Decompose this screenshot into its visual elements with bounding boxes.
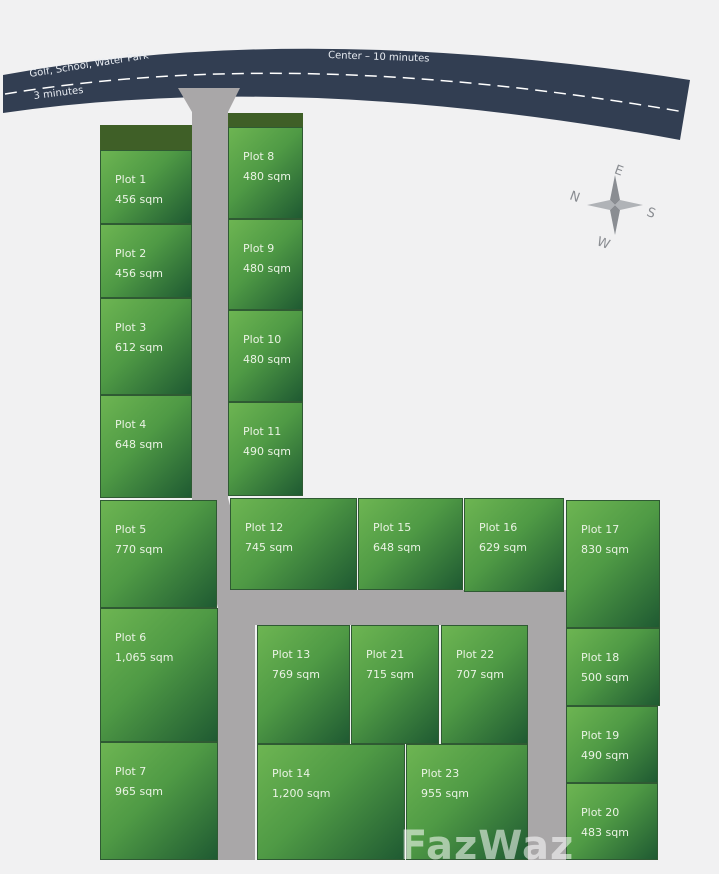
plot-name: Plot 20	[581, 806, 620, 819]
plot-name: Plot 15	[373, 521, 412, 534]
plot-16[interactable]: Plot 16 629 sqm	[464, 498, 564, 592]
plot-3[interactable]: Plot 3 612 sqm	[100, 298, 192, 395]
svg-text:S: S	[645, 205, 658, 222]
plot-20[interactable]: Plot 20 483 sqm	[566, 783, 658, 860]
plot-area: 490 sqm	[581, 749, 629, 762]
plot-area: 769 sqm	[272, 668, 320, 681]
plot-name: Plot 1	[115, 173, 147, 186]
plot-7[interactable]: Plot 7 965 sqm	[100, 742, 218, 860]
plot-name: Plot 9	[243, 242, 275, 255]
plot-name: Plot 2	[115, 247, 147, 260]
plot-area: 456 sqm	[115, 267, 163, 280]
plot-area: 480 sqm	[243, 353, 291, 366]
plot-14[interactable]: Plot 14 1,200 sqm	[257, 744, 405, 860]
plot-name: Plot 21	[366, 648, 405, 661]
plot-12[interactable]: Plot 12 745 sqm	[230, 498, 357, 590]
plot-area: 490 sqm	[243, 445, 291, 458]
plot-name: Plot 8	[243, 150, 275, 163]
plot-name: Plot 11	[243, 425, 282, 438]
main-road	[3, 48, 690, 141]
plot-19[interactable]: Plot 19 490 sqm	[566, 706, 658, 783]
watermark-logo: FazWaz	[400, 823, 575, 869]
plot-5[interactable]: Plot 5 770 sqm	[100, 500, 217, 608]
plot-area: 500 sqm	[581, 671, 629, 684]
plot-area: 965 sqm	[115, 785, 163, 798]
plot-name: Plot 18	[581, 651, 620, 664]
plot-border-strip	[100, 125, 192, 151]
plot-name: Plot 7	[115, 765, 147, 778]
plot-name: Plot 17	[581, 523, 620, 536]
plot-area: 715 sqm	[366, 668, 414, 681]
plot-1[interactable]: Plot 1 456 sqm	[100, 150, 192, 224]
plot-area: 830 sqm	[581, 543, 629, 556]
plot-area: 629 sqm	[479, 541, 527, 554]
plot-area: 770 sqm	[115, 543, 163, 556]
plot-area: 480 sqm	[243, 262, 291, 275]
compass-icon: N E S W	[568, 163, 658, 253]
plot-area: 612 sqm	[115, 341, 163, 354]
plot-21[interactable]: Plot 21 715 sqm	[351, 625, 439, 744]
road-center-label: Center – 10 minutes	[328, 50, 430, 65]
plot-name: Plot 16	[479, 521, 518, 534]
plot-2[interactable]: Plot 2 456 sqm	[100, 224, 192, 298]
plot-border-strip	[228, 113, 303, 128]
plot-area: 483 sqm	[581, 826, 629, 839]
plot-4[interactable]: Plot 4 648 sqm	[100, 395, 192, 498]
plot-area: 707 sqm	[456, 668, 504, 681]
plot-18[interactable]: Plot 18 500 sqm	[566, 628, 660, 706]
plot-name: Plot 23	[421, 767, 460, 780]
plot-name: Plot 22	[456, 648, 495, 661]
plot-area: 648 sqm	[115, 438, 163, 451]
plot-name: Plot 3	[115, 321, 147, 334]
plot-area: 955 sqm	[421, 787, 469, 800]
plot-11[interactable]: Plot 11 490 sqm	[228, 402, 303, 496]
plot-name: Plot 13	[272, 648, 311, 661]
plot-name: Plot 4	[115, 418, 147, 431]
plot-name: Plot 14	[272, 767, 311, 780]
plot-area: 745 sqm	[245, 541, 293, 554]
plot-6[interactable]: Plot 6 1,065 sqm	[100, 608, 218, 742]
svg-text:N: N	[568, 189, 582, 206]
plot-area: 1,200 sqm	[272, 787, 331, 800]
plot-9[interactable]: Plot 9 480 sqm	[228, 219, 303, 310]
plot-name: Plot 12	[245, 521, 284, 534]
plot-area: 648 sqm	[373, 541, 421, 554]
plot-8[interactable]: Plot 8 480 sqm	[228, 127, 303, 219]
plot-area: 456 sqm	[115, 193, 163, 206]
plot-23[interactable]: Plot 23 955 sqm	[406, 744, 528, 860]
plot-name: Plot 10	[243, 333, 282, 346]
svg-text:E: E	[612, 163, 625, 180]
plot-name: Plot 19	[581, 729, 620, 742]
access-road	[178, 88, 566, 860]
road-center-dashes	[4, 72, 685, 113]
plot-area: 480 sqm	[243, 170, 291, 183]
plot-22[interactable]: Plot 22 707 sqm	[441, 625, 528, 744]
plot-13[interactable]: Plot 13 769 sqm	[257, 625, 350, 744]
plot-10[interactable]: Plot 10 480 sqm	[228, 310, 303, 402]
plot-17[interactable]: Plot 17 830 sqm	[566, 500, 660, 628]
svg-text:W: W	[595, 234, 612, 253]
plot-15[interactable]: Plot 15 648 sqm	[358, 498, 463, 590]
plot-name: Plot 5	[115, 523, 147, 536]
plot-area: 1,065 sqm	[115, 651, 174, 664]
plot-name: Plot 6	[115, 631, 147, 644]
